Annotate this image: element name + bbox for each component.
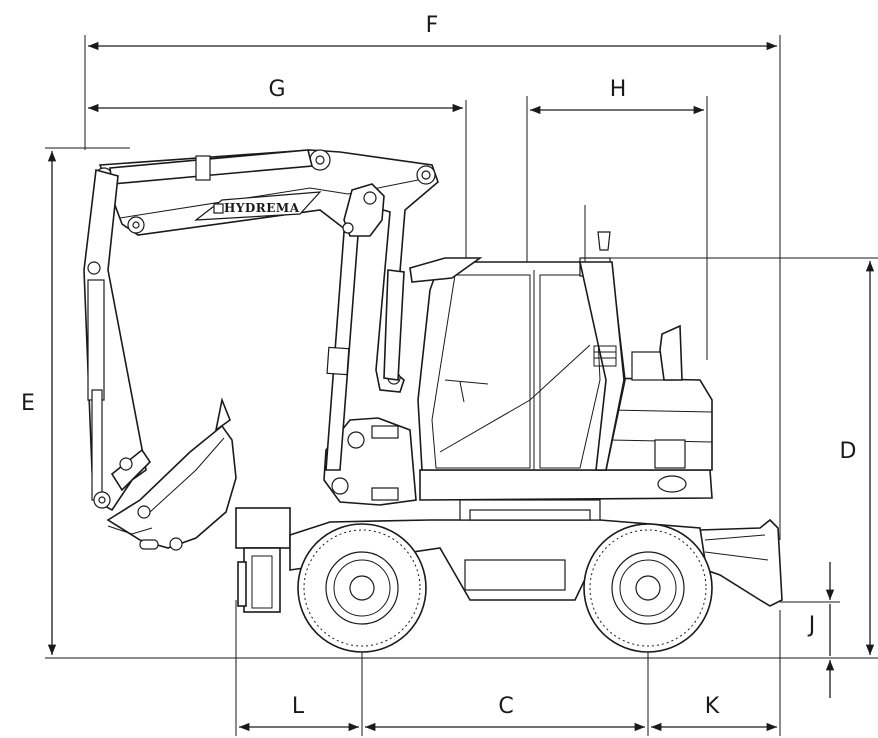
dimension-label-c: C <box>498 694 513 719</box>
dimension-lck: L C K <box>235 588 781 736</box>
dimension-label-j: J <box>807 613 816 638</box>
boom-swing-bracket <box>323 417 417 506</box>
rear-wheel <box>583 523 713 653</box>
main-boom: HYDREMA <box>95 149 439 393</box>
dipper-arm <box>83 168 152 512</box>
upper-structure <box>419 324 713 501</box>
dimension-label-h: H <box>610 77 627 102</box>
hydrema-logo: HYDREMA <box>224 201 300 215</box>
dimension-f: F <box>84 13 781 540</box>
dimension-label-f: F <box>426 13 439 38</box>
front-wheel <box>297 523 427 653</box>
outrigger-support <box>235 507 291 613</box>
beacon-light-icon <box>597 231 611 251</box>
dimension-label-d: D <box>840 439 857 464</box>
operator-cab <box>409 205 626 471</box>
dimension-d: D <box>610 257 878 655</box>
dimension-label-l: L <box>292 694 305 719</box>
boom-cylinder <box>325 231 359 471</box>
dimension-label-k: K <box>705 694 720 719</box>
dimension-label-g: G <box>268 77 285 102</box>
excavator-outline: HYDREMA <box>83 149 783 653</box>
dimension-label-e: E <box>21 391 35 416</box>
dimension-e: E <box>21 147 130 655</box>
bucket <box>106 397 237 551</box>
dimension-j: J <box>780 562 840 698</box>
